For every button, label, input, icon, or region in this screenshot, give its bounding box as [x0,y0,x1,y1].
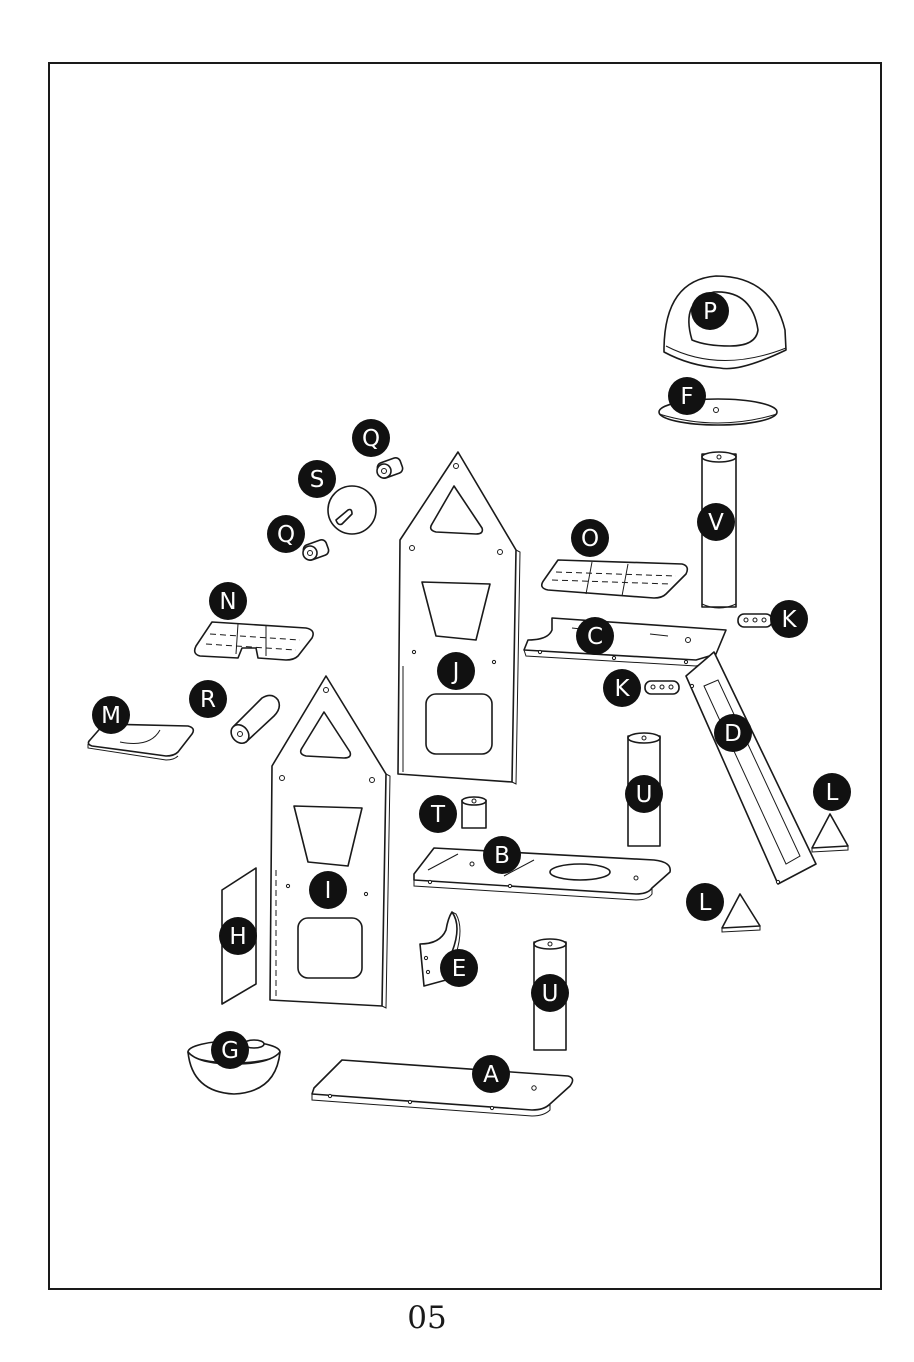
label-t: T [430,802,446,828]
label-q-upper: Q [362,426,380,452]
part-k-connector-upper [738,614,772,627]
part-n-scratch-pad [195,622,313,660]
label-h: H [229,924,246,950]
part-q-spool-upper [376,456,404,479]
label-j: J [451,659,460,685]
part-l-triangle-lower [722,894,760,932]
label-c: C [587,624,603,650]
label-b: B [494,843,510,869]
label-k-upper: K [781,607,797,633]
label-badge-v: V [697,503,735,541]
label-l-lower: L [699,890,712,916]
part-i-side-panel [270,676,390,1008]
label-badge-c: C [576,617,614,655]
part-j-side-panel [398,452,520,784]
label-badge-i: I [309,871,347,909]
label-p: P [703,299,717,325]
label-u-upper: U [636,782,653,808]
label-badge-h: H [219,917,257,955]
part-r-roll [227,695,279,746]
label-badge-u-lower: U [531,974,569,1012]
part-k-connector-lower [645,681,679,694]
label-badge-a: A [472,1055,510,1093]
label-o: O [581,526,599,552]
label-q-lower: Q [277,522,295,548]
label-l-right: L [826,780,839,806]
label-badge-t: T [419,795,457,833]
label-badge-k-upper: K [770,600,808,638]
part-s-ball [328,486,376,534]
part-d-ramp [686,652,816,884]
label-badge-m: M [92,696,130,734]
part-c-platform [524,618,726,666]
label-v: V [708,510,724,536]
label-n: N [219,589,236,615]
label-a: A [483,1062,499,1088]
label-badge-r: R [189,680,227,718]
label-r: R [200,687,216,713]
label-badge-e: E [440,949,478,987]
label-badge-d: D [714,714,752,752]
label-badge-o: O [571,519,609,557]
label-badge-q-upper: Q [352,419,390,457]
part-l-triangle-right [812,814,848,852]
label-badge-l-lower: L [686,883,724,921]
label-g: G [221,1038,239,1064]
label-badge-n: N [209,582,247,620]
label-badge-j: J [437,652,475,690]
part-o-scratch-pad [542,560,688,598]
label-u-lower: U [542,981,559,1007]
label-e: E [452,956,467,982]
label-badge-u-upper: U [625,775,663,813]
part-q-spool-lower [302,538,330,561]
part-a-base [312,1060,573,1116]
label-i: I [325,878,332,904]
label-badge-k-lower: K [603,669,641,707]
label-s: S [310,467,325,493]
label-badge-f: F [668,377,706,415]
label-badge-q-lower: Q [267,515,305,553]
part-t-short-post [462,797,486,828]
label-m: M [101,703,121,729]
label-k-lower: K [614,676,630,702]
part-b-platform [414,848,670,900]
label-d: D [724,721,742,747]
page-number: 05 [0,1300,854,1336]
label-f: F [680,384,693,410]
label-badge-p: P [691,292,729,330]
label-badge-b: B [483,836,521,874]
label-badge-g: G [211,1031,249,1069]
label-badge-s: S [298,460,336,498]
label-badge-l-right: L [813,773,851,811]
